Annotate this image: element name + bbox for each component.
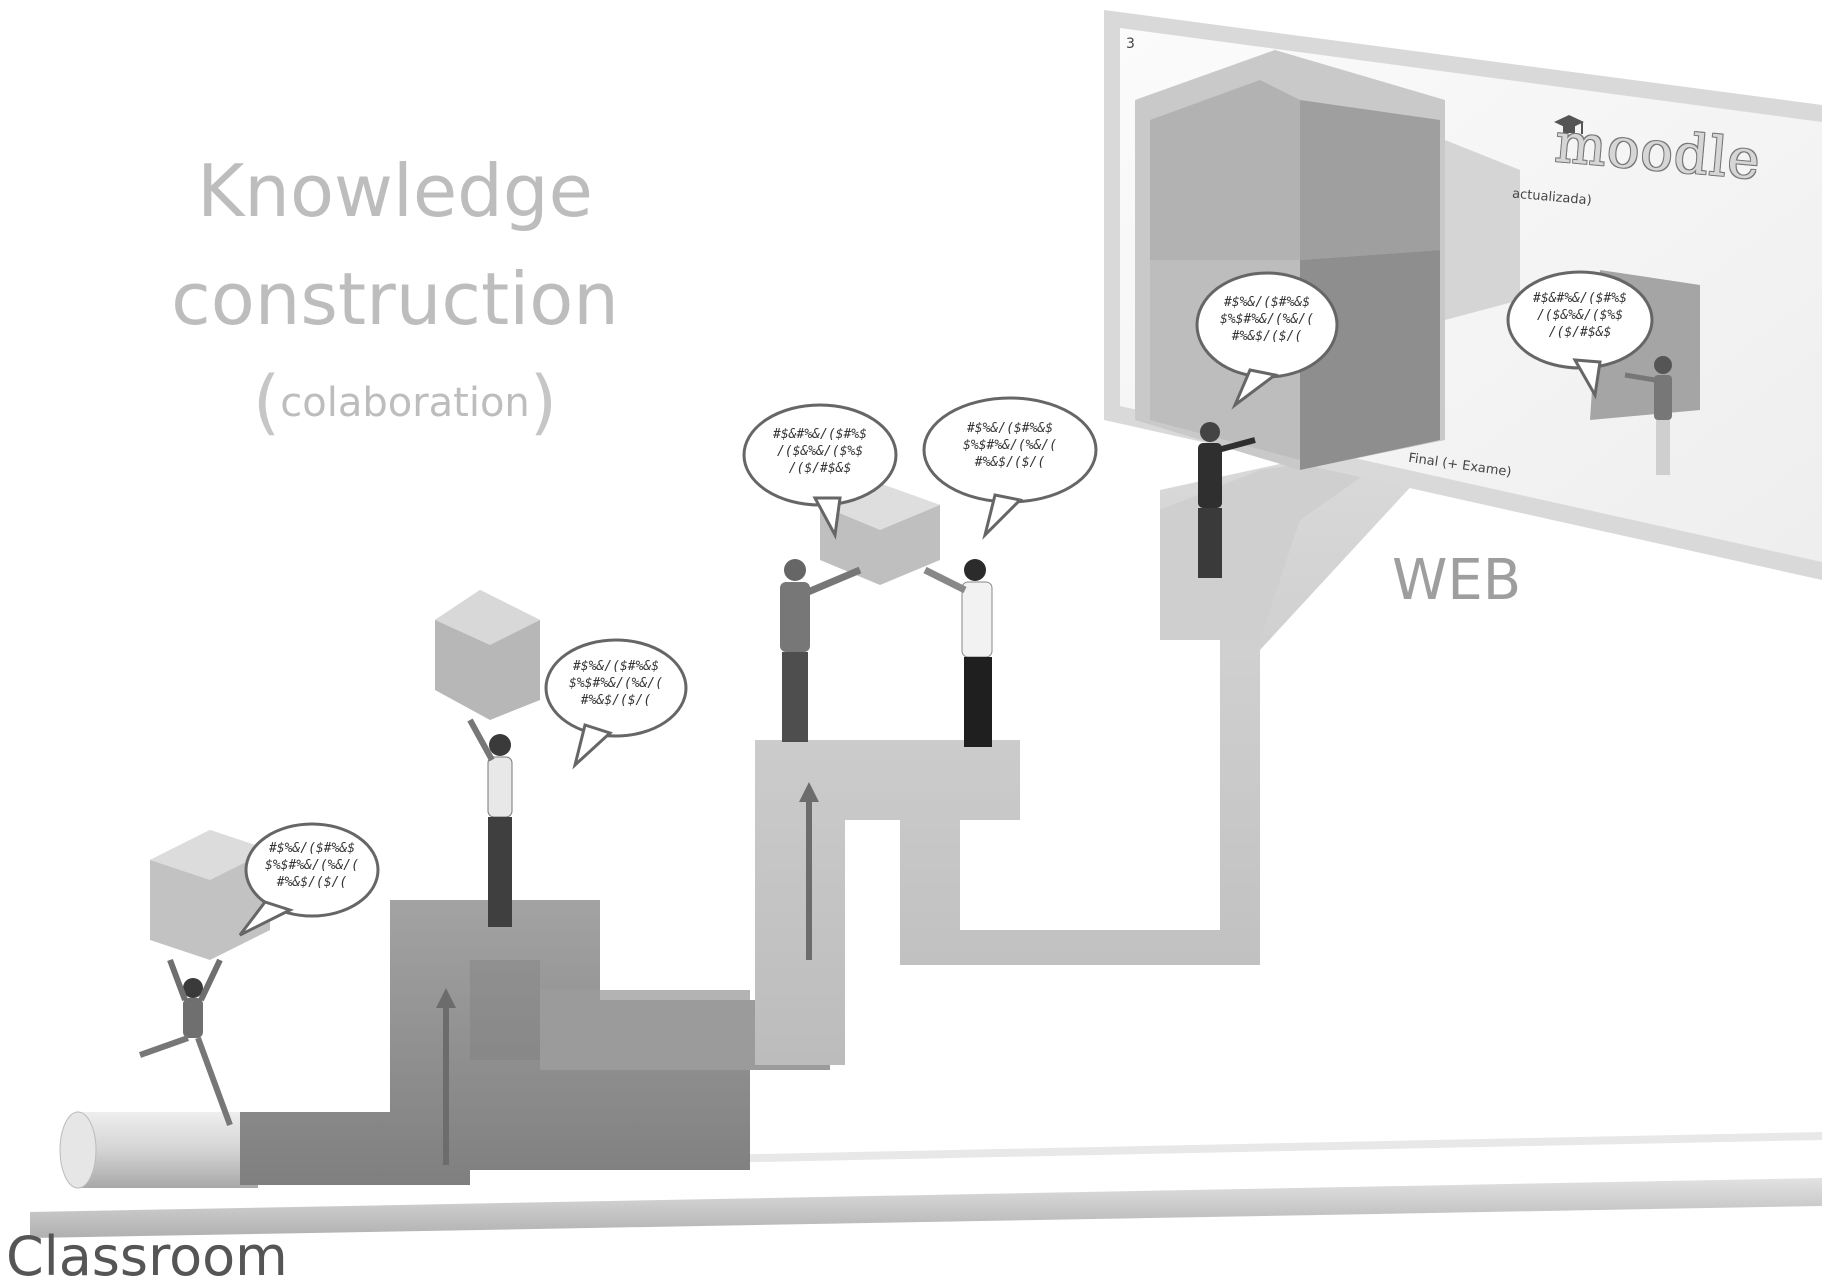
speech-bubble-4 (922, 396, 1098, 540)
bubble-text-2: #$%&/($#%&$$%$#%&/(%&/(#%&$/($/( (569, 659, 663, 708)
person-4 (923, 559, 993, 747)
cube-1 (150, 830, 270, 960)
person-1 (138, 958, 233, 1127)
close-paren: ) (529, 361, 558, 443)
bubble-text-4: #$%&/($#%&$$%$#%&/(%&/(#%&$/($/( (963, 421, 1057, 470)
person-2 (467, 718, 513, 927)
person-3 (780, 559, 862, 742)
stair-path-light (540, 440, 1440, 1070)
web-label: WEB (1392, 548, 1522, 613)
bubble-text-3: #$&#%&/($#%$/($&%&/($%$/($/#$&$ (772, 427, 867, 476)
bubble-text-6: #$&#%&/($#%$/($&%&/($%$/($/#$&$ (1532, 291, 1627, 340)
classroom-label: Classroom (6, 1225, 288, 1288)
up-arrow-1 (436, 988, 456, 1165)
speech-bubble-6 (1506, 270, 1654, 400)
speech-bubble-1 (238, 822, 380, 937)
cube-2 (435, 590, 540, 720)
open-paren: ( (252, 361, 281, 443)
graduation-cap-icon (1554, 115, 1584, 134)
title-line-construction: construction (171, 257, 619, 341)
ground-base (30, 1132, 1822, 1238)
speech-bubble-5 (1195, 271, 1339, 410)
colaboration-text: colaboration (280, 380, 530, 426)
speech-bubble-2 (544, 638, 688, 770)
person-5 (1198, 422, 1256, 578)
up-arrow-2 (799, 782, 819, 960)
speech-bubble-3 (742, 403, 898, 540)
person-6 (1624, 356, 1672, 475)
bubble-text-1: #$%&/($#%&$$%$#%&/(%&/(#%&$/($/( (265, 841, 359, 890)
title-line-knowledge: Knowledge (197, 149, 593, 233)
screen-page-number: 3 (1126, 36, 1135, 52)
title-line-colaboration: (colaboration) (230, 367, 580, 437)
bubble-text-5: #$%&/($#%&$$%$#%&/(%&/(#%&$/($/( (1220, 295, 1314, 344)
